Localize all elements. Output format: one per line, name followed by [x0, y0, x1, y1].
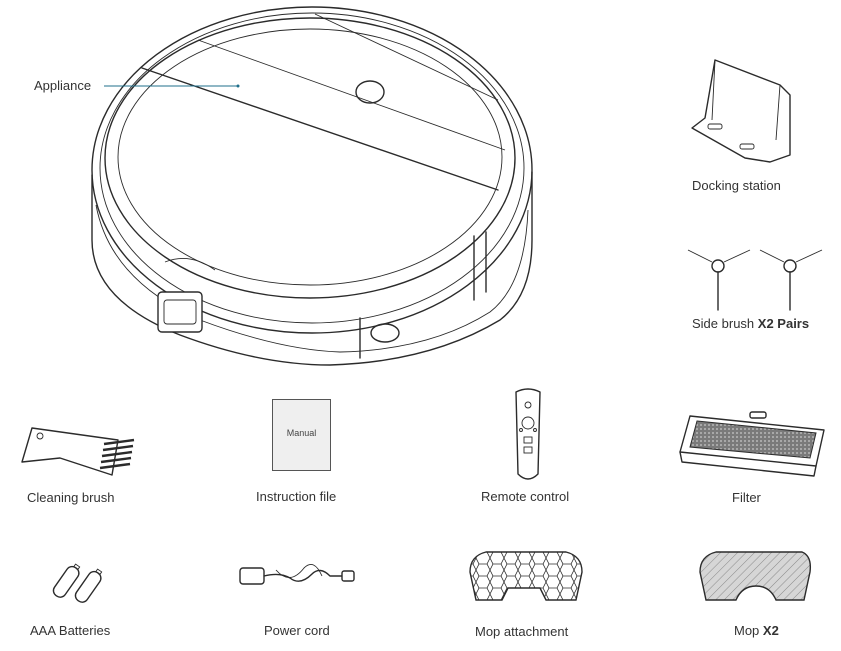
manual-booklet: Manual [272, 399, 331, 471]
power-cord-label: Power cord [264, 623, 330, 638]
mop-qty: X2 [762, 623, 779, 638]
mop-text: Mop [734, 623, 760, 638]
side-brush-text: Side brush [692, 316, 755, 331]
remote-control-label: Remote control [481, 489, 570, 504]
side-brush-qty: X2 Pairs [757, 316, 810, 331]
side-brush-label: Side brush X2 Pairs [692, 316, 809, 331]
docking-station-label: Docking station [692, 178, 781, 193]
mop-label: Mop X2 [734, 623, 779, 638]
filter-label: Filter [732, 490, 761, 505]
manual-text: Manual [286, 428, 317, 438]
aaa-batteries-label: AAA Batteries [30, 623, 111, 638]
cleaning-brush-label: Cleaning brush [27, 490, 115, 505]
appliance-label: Appliance [34, 78, 92, 93]
mop-attachment-label: Mop attachment [475, 624, 569, 639]
instruction-file-label: Instruction file [256, 489, 337, 504]
